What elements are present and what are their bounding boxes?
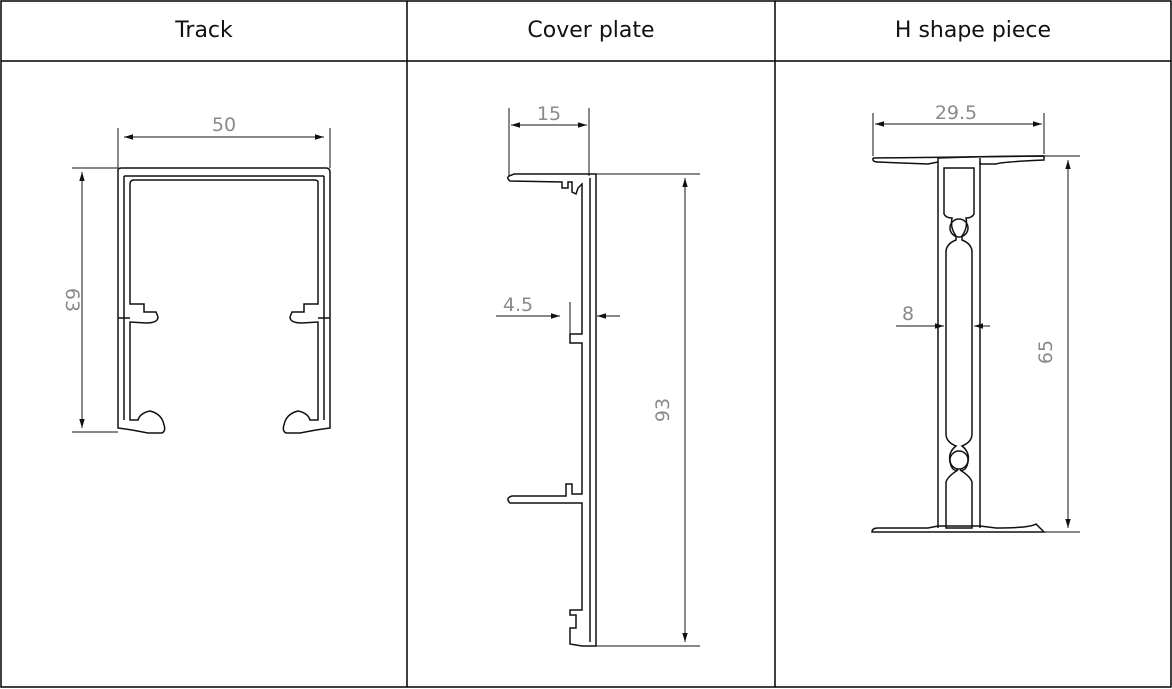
cover-plate-profile bbox=[506, 173, 597, 647]
header-cover-plate: Cover plate bbox=[527, 18, 655, 43]
header-track: Track bbox=[175, 18, 233, 43]
track-height-label: 63 bbox=[61, 288, 83, 312]
cover-plate-dimensions bbox=[496, 108, 700, 647]
header-h-shape-piece: H shape piece bbox=[894, 18, 1052, 43]
cover-plate-height-label: 93 bbox=[652, 398, 674, 422]
track-width-label: 50 bbox=[212, 114, 236, 136]
h-piece-height-label: 65 bbox=[1035, 340, 1057, 364]
h-piece-profile bbox=[871, 155, 1046, 533]
track-dimensions bbox=[72, 128, 331, 433]
track-profile bbox=[117, 167, 331, 434]
cover-plate-slot-label: 4.5 bbox=[503, 294, 533, 316]
h-piece-dimensions bbox=[872, 113, 1080, 533]
cover-plate-top-label: 15 bbox=[537, 103, 561, 125]
h-piece-web-label: 8 bbox=[902, 303, 914, 325]
h-piece-width-label: 29.5 bbox=[935, 102, 977, 124]
